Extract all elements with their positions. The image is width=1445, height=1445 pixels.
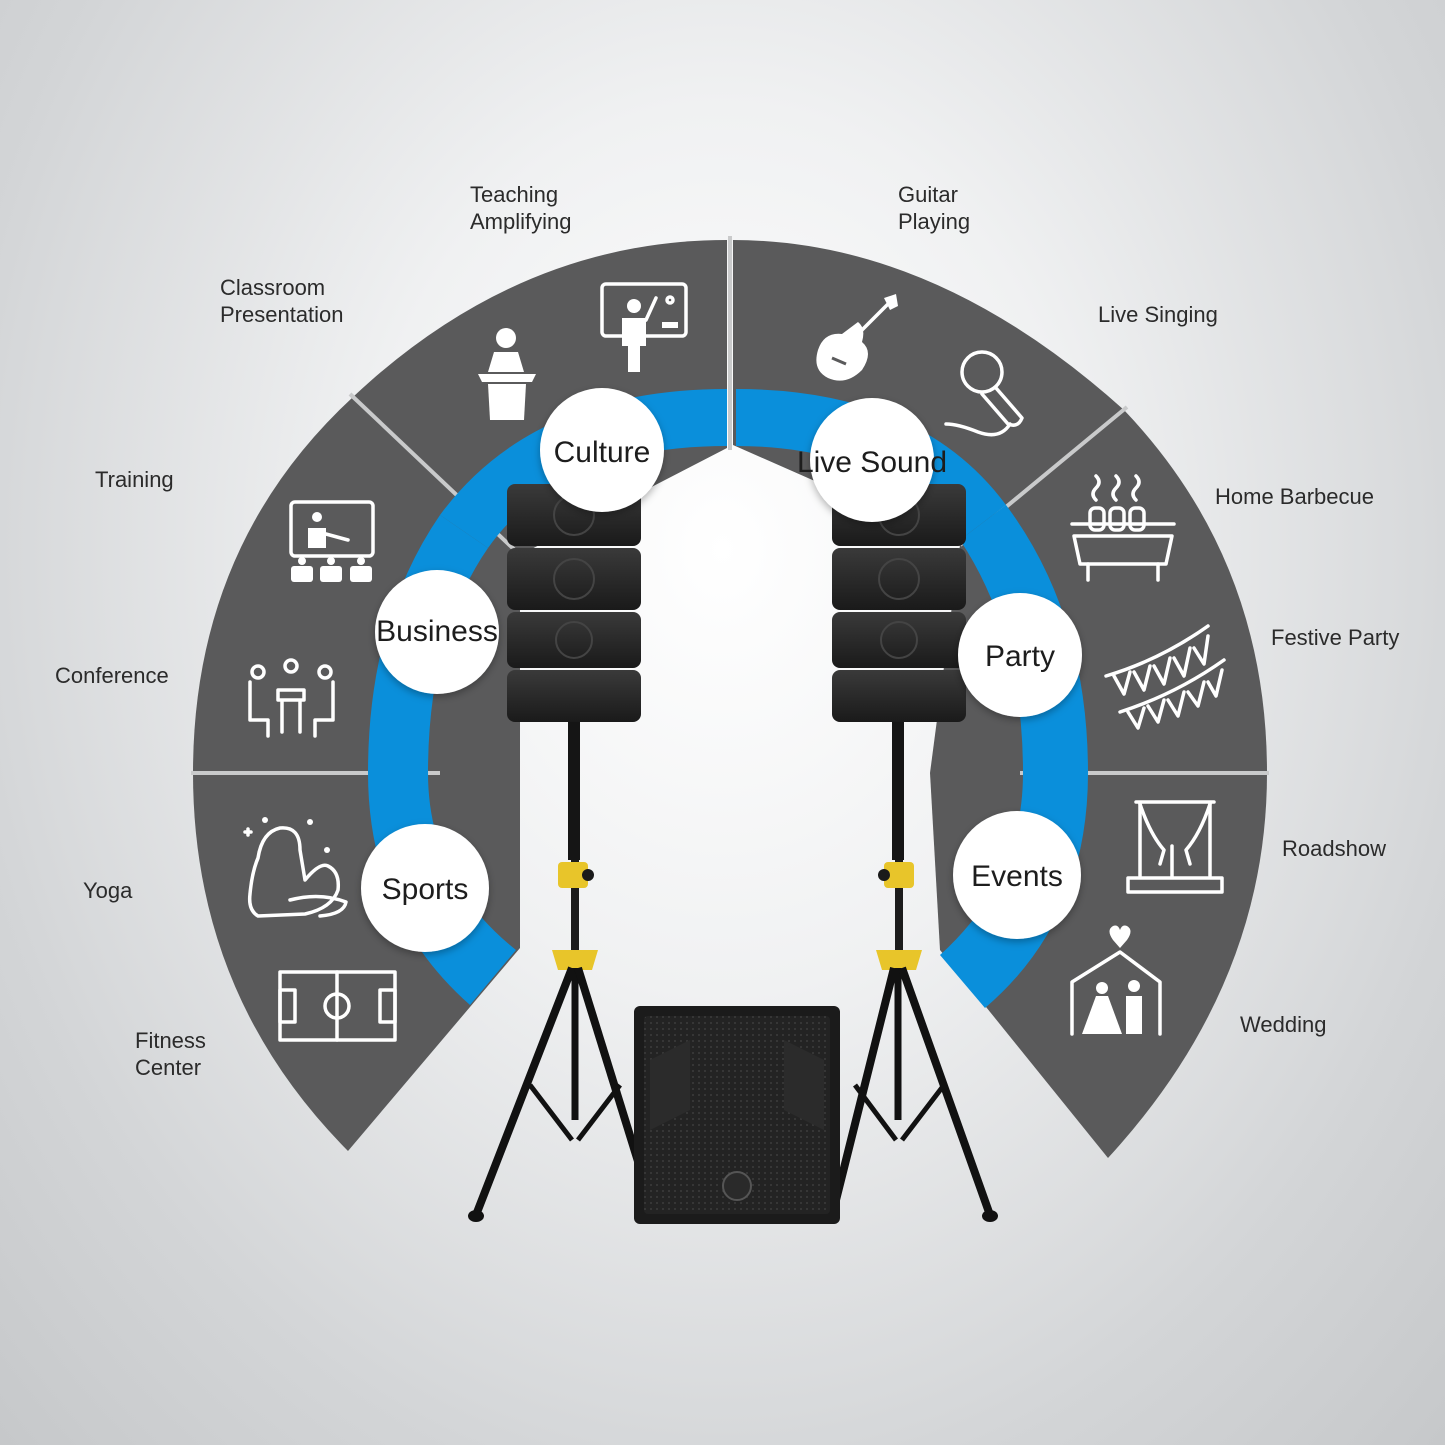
left-speaker-array (507, 484, 641, 722)
podium-icon (478, 328, 536, 420)
label-training: Training (95, 467, 174, 492)
bunting-flags-icon (1104, 624, 1226, 730)
label-line: Presentation (220, 302, 344, 327)
yoga-icon (243, 817, 348, 918)
stage-curtain-icon (1126, 800, 1224, 894)
badge-business-label: Business (376, 615, 498, 648)
badge-party (958, 593, 1082, 717)
label-live-singing: Live Singing (1098, 302, 1218, 327)
subwoofer (634, 1006, 840, 1224)
badge-live-sound-label: Live Sound (797, 446, 947, 479)
electric-guitar-icon (816, 294, 898, 381)
badge-business (375, 570, 499, 694)
label-line: Amplifying (470, 209, 571, 234)
conference-table-icon (248, 658, 335, 738)
label-line: Center (135, 1055, 201, 1080)
label-conference: Conference (55, 663, 169, 688)
badge-sports-label: Sports (382, 873, 469, 906)
label-line: Teaching (470, 182, 558, 207)
label-roadshow: Roadshow (1282, 836, 1386, 861)
right-stand (832, 720, 998, 1222)
training-screen-icon (289, 500, 375, 582)
label-home-barbecue: Home Barbecue (1215, 484, 1374, 509)
wedding-couple-icon (1070, 925, 1162, 1036)
microphone-icon (944, 350, 1024, 437)
speaker-system (468, 484, 998, 1224)
badge-events (953, 811, 1081, 939)
badge-culture (540, 388, 664, 512)
badge-party-label: Party (985, 640, 1055, 673)
label-wedding: Wedding (1240, 1012, 1326, 1037)
barbecue-grill-icon (1070, 474, 1176, 582)
label-line: Guitar (898, 182, 958, 207)
teacher-board-icon (600, 282, 688, 372)
label-line: Fitness (135, 1028, 206, 1053)
right-speaker-array (832, 484, 966, 722)
badge-live-sound (810, 398, 934, 522)
badge-culture-label: Culture (554, 436, 651, 469)
soccer-field-icon (278, 970, 397, 1042)
badge-events-label: Events (971, 860, 1063, 893)
label-yoga: Yoga (83, 878, 133, 903)
badge-sports (361, 824, 489, 952)
label-festive-party: Festive Party (1271, 625, 1399, 650)
label-line: Playing (898, 209, 970, 234)
label-line: Classroom (220, 275, 325, 300)
